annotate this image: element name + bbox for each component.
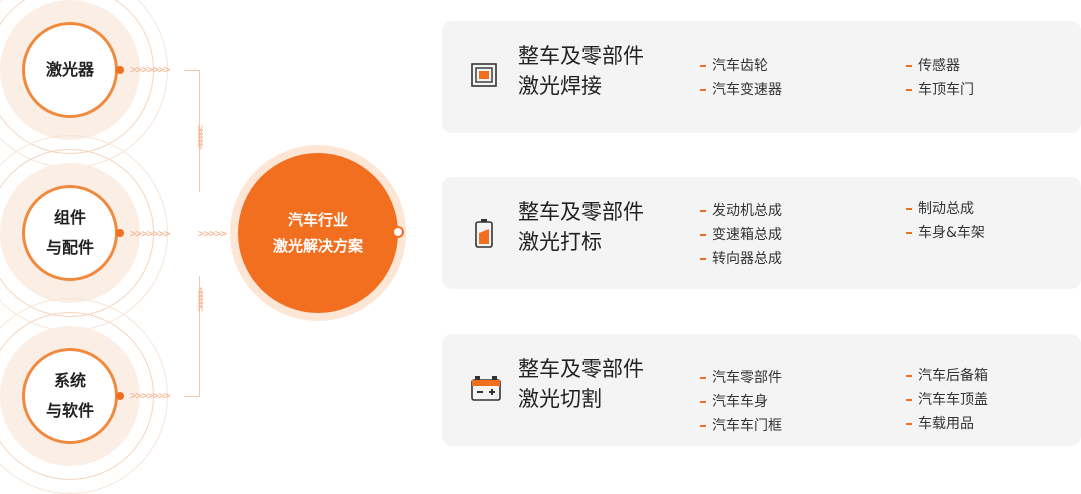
application-card-marking: 整车及零部件 激光打标 发动机总成 变速箱总成 转向器总成 制动总成 车身&车架 <box>442 177 1081 289</box>
card-list-col2: 汽车后备箱 汽车车顶盖 车载用品 <box>906 364 988 436</box>
connector-line <box>184 396 200 397</box>
source-node-laser: 激光器 <box>0 0 168 168</box>
list-item: 汽车变速器 <box>700 78 782 102</box>
card-title: 激光打标 <box>518 230 602 254</box>
arrow-chevrons: >>>>> <box>198 227 227 240</box>
list-item: 转向器总成 <box>700 247 782 271</box>
arrow-chevrons: >>>>>>> <box>130 389 170 402</box>
source-node-circle: 组件 与配件 <box>22 185 118 281</box>
car-battery-icon <box>470 374 502 402</box>
arrow-chevrons: >>>>>>> <box>130 227 170 240</box>
card-list-col1: 发动机总成 变速箱总成 转向器总成 <box>700 199 782 271</box>
card-title: 整车及零部件 <box>518 44 644 68</box>
card-list-col1: 汽车齿轮 汽车变速器 <box>700 54 782 102</box>
hub-label: 汽车行业 <box>287 211 348 229</box>
card-title: 激光切割 <box>518 387 602 411</box>
list-item: 汽车车门框 <box>700 414 782 438</box>
card-list-col1: 汽车零部件 汽车车身 汽车车门框 <box>700 366 782 438</box>
connector-line <box>184 70 200 71</box>
source-node-circle: 激光器 <box>22 22 118 118</box>
hub-label: 激光解决方案 <box>272 237 363 255</box>
application-card-cutting: 整车及零部件 激光切割 汽车零部件 汽车车身 汽车车门框 汽车后备箱 汽车车顶盖… <box>442 334 1081 446</box>
central-hub: 汽车行业 激光解决方案 <box>238 153 398 313</box>
connector-dot <box>116 229 124 237</box>
connector-line <box>199 70 200 192</box>
battery-marking-icon <box>470 217 498 248</box>
connector-line <box>199 276 200 397</box>
list-item: 汽车车顶盖 <box>906 388 988 412</box>
hub-output-dot <box>392 226 404 238</box>
arrow-chevrons-down: >>>>>> <box>194 125 207 147</box>
connector-dot <box>116 392 124 400</box>
list-item: 车载用品 <box>906 412 988 436</box>
source-node-label: 组件 <box>53 208 86 227</box>
connector-dot <box>116 66 124 74</box>
list-item: 汽车齿轮 <box>700 54 782 78</box>
source-node-label: 与配件 <box>45 238 94 257</box>
source-node-label: 与软件 <box>45 401 94 420</box>
list-item: 车身&车架 <box>906 221 985 245</box>
list-item: 汽车后备箱 <box>906 364 988 388</box>
welding-icon <box>470 61 498 89</box>
arrow-chevrons: >>>>>>> <box>130 63 170 76</box>
card-title: 激光焊接 <box>518 74 602 98</box>
list-item: 汽车零部件 <box>700 366 782 390</box>
card-title: 整车及零部件 <box>518 357 644 381</box>
card-list-col2: 制动总成 车身&车架 <box>906 197 985 245</box>
list-item: 汽车车身 <box>700 390 782 414</box>
source-node-circle: 系统 与软件 <box>22 348 118 444</box>
list-item: 发动机总成 <box>700 199 782 223</box>
source-node-label: 激光器 <box>45 60 94 79</box>
card-title: 整车及零部件 <box>518 200 644 224</box>
application-card-welding: 整车及零部件 激光焊接 汽车齿轮 汽车变速器 传感器 车顶车门 <box>442 21 1081 133</box>
card-list-col2: 传感器 车顶车门 <box>906 54 974 102</box>
list-item: 传感器 <box>906 54 974 78</box>
list-item: 车顶车门 <box>906 78 974 102</box>
list-item: 变速箱总成 <box>700 223 782 247</box>
source-node-label: 系统 <box>53 371 86 390</box>
arrow-chevrons-up: >>>>>> <box>194 290 207 312</box>
list-item: 制动总成 <box>906 197 985 221</box>
